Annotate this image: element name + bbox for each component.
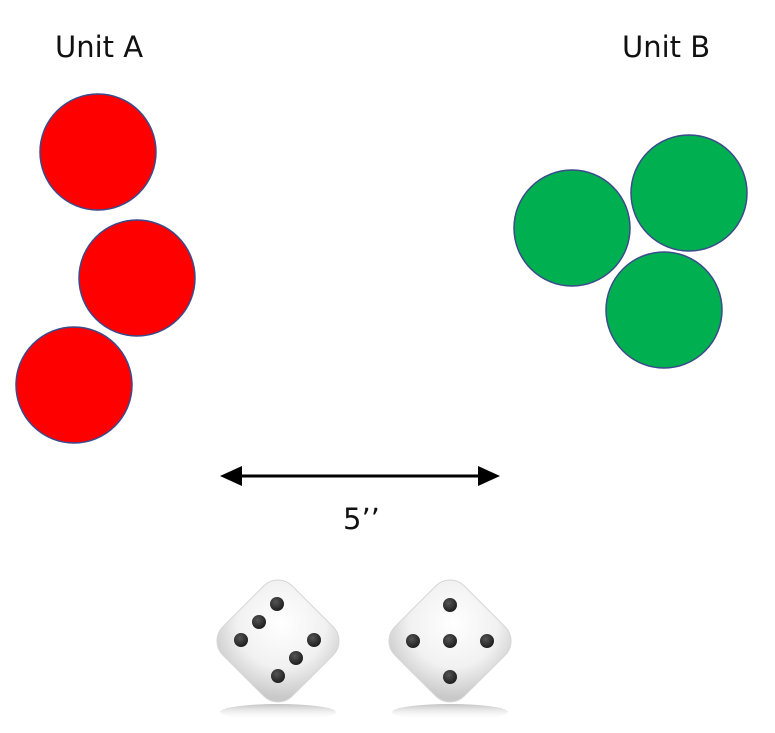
unit-a-model bbox=[78, 219, 196, 337]
unit-b-model bbox=[630, 134, 748, 252]
unit-a-label: Unit A bbox=[55, 30, 144, 64]
unit-a-models bbox=[15, 93, 196, 444]
unit-b-label: Unit B bbox=[622, 30, 711, 64]
unit-a-model bbox=[15, 326, 133, 444]
unit-b-models bbox=[513, 134, 748, 369]
unit-a-model bbox=[39, 93, 157, 211]
die-pips bbox=[406, 598, 494, 684]
die-pips bbox=[234, 597, 321, 683]
double-headed-arrow-icon bbox=[220, 466, 500, 486]
unit-b-model bbox=[605, 251, 723, 369]
die-icon bbox=[216, 579, 340, 720]
unit-b-model bbox=[513, 169, 631, 287]
distance-label: 5’’ bbox=[343, 502, 380, 536]
die-icon bbox=[388, 579, 512, 720]
